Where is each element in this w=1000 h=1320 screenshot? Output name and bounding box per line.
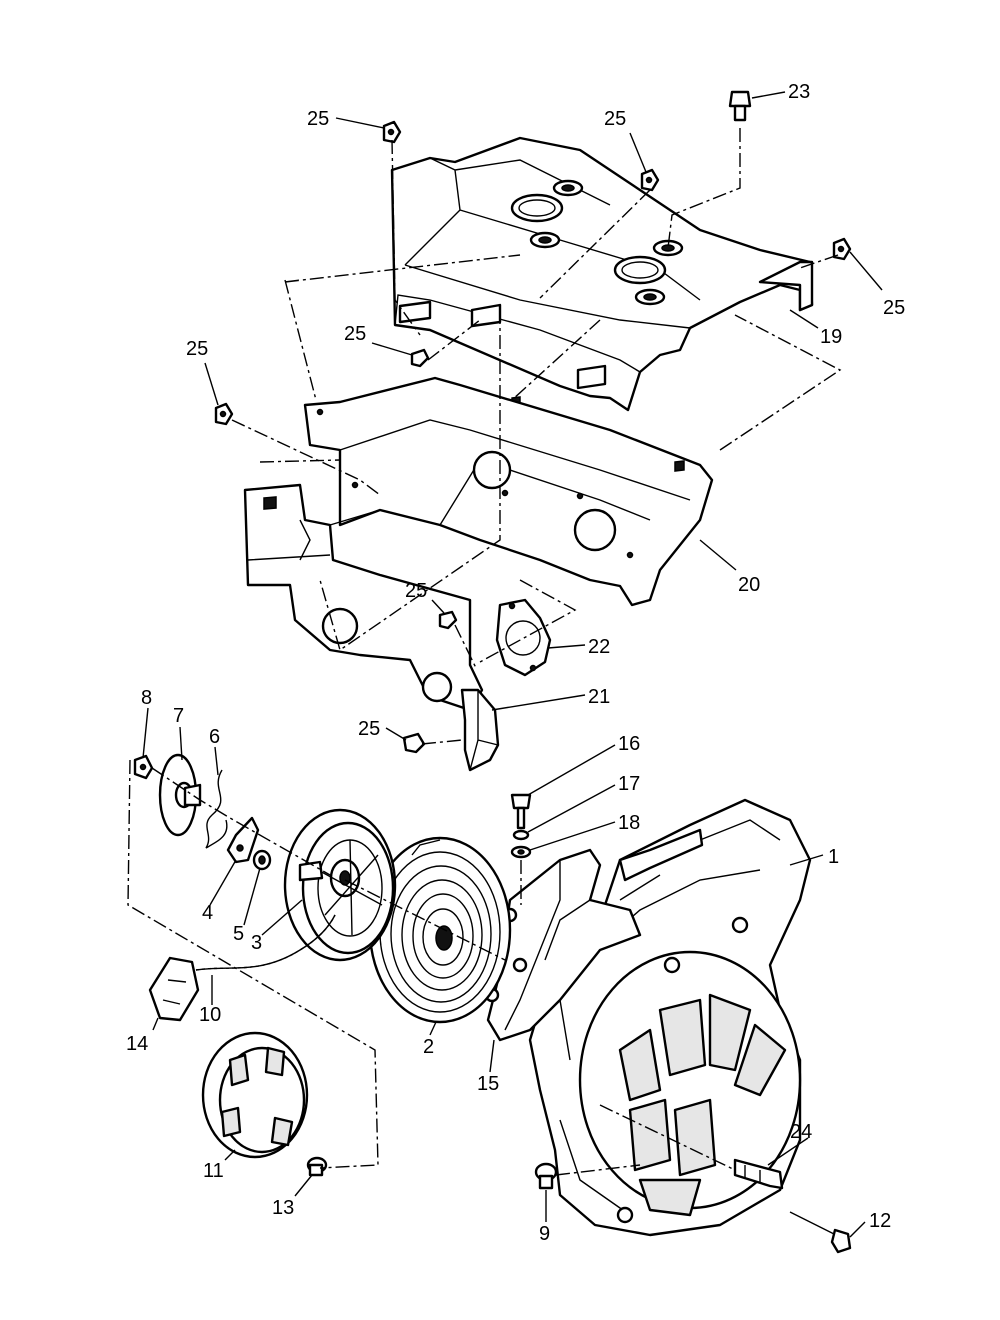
callout-17: 17 <box>618 773 640 795</box>
callout-25-top-middle: 25 <box>604 108 626 130</box>
friction-plate-part-7 <box>158 753 202 837</box>
callout-13: 13 <box>272 1197 294 1219</box>
callout-18: 18 <box>618 812 640 834</box>
leader-lines <box>142 91 883 1238</box>
callout-14: 14 <box>126 1033 148 1055</box>
callout-15: 15 <box>477 1073 499 1095</box>
callout-25-right: 25 <box>883 297 905 319</box>
screw-part-23 <box>728 90 752 122</box>
callout-24: 24 <box>790 1121 812 1143</box>
callout-25-lower: 25 <box>405 580 427 602</box>
callout-8: 8 <box>141 687 152 709</box>
callout-6: 6 <box>209 726 220 748</box>
callout-1: 1 <box>828 846 839 868</box>
nut-part-25-bracket <box>402 732 426 754</box>
callout-25-left: 25 <box>186 338 208 360</box>
starter-handle-part-14 <box>148 956 200 1022</box>
bolt-part-12 <box>789 1211 852 1254</box>
nut-part-25-left <box>214 402 234 426</box>
callout-25-middle: 25 <box>344 323 366 345</box>
callout-12: 12 <box>869 1210 891 1232</box>
assembly-lines <box>127 128 842 1176</box>
top-cover-part-19 <box>390 136 814 412</box>
callout-4: 4 <box>202 902 213 924</box>
starter-bracket-part-15 <box>484 848 642 1042</box>
callout-9: 9 <box>539 1223 550 1245</box>
callout-10: 10 <box>199 1004 221 1026</box>
callout-16: 16 <box>618 733 640 755</box>
callout-21: 21 <box>588 686 610 708</box>
blower-housing-part-1 <box>528 798 812 1237</box>
clamp-part-24 <box>733 1158 784 1190</box>
callout-labels: 1 2 3 4 5 6 7 8 9 10 11 12 13 14 15 16 1… <box>126 81 905 1245</box>
callout-5: 5 <box>233 923 244 945</box>
callout-7: 7 <box>173 705 184 727</box>
bracket-part-21 <box>460 688 500 772</box>
spacer-part-5 <box>252 849 272 871</box>
callout-25-bracket: 25 <box>358 718 380 740</box>
callout-19: 19 <box>820 326 842 348</box>
pawl-part-4 <box>226 816 260 864</box>
starter-cup-part-11 <box>201 1031 309 1159</box>
recoil-spring-part-2 <box>368 836 512 1024</box>
gasket-part-22 <box>495 598 552 677</box>
callout-3: 3 <box>251 932 262 954</box>
callout-23: 23 <box>788 81 810 103</box>
nut-part-8 <box>133 754 154 780</box>
callout-11: 11 <box>203 1160 224 1182</box>
lower-shroud-part-20 <box>243 376 714 712</box>
nut-part-25-lower <box>438 610 458 630</box>
starter-rope-part-10 <box>195 914 336 971</box>
spring-clip-part-6 <box>205 769 228 849</box>
screw-part-13 <box>306 1156 328 1177</box>
nut-part-25-top-middle <box>640 168 660 192</box>
bolt-part-16 <box>510 793 532 830</box>
callout-2: 2 <box>423 1036 434 1058</box>
screw-part-9 <box>534 1162 558 1190</box>
pulley-part-3 <box>283 808 397 962</box>
callout-20: 20 <box>738 574 760 596</box>
callout-25-top-left: 25 <box>307 108 329 130</box>
nut-part-25-right <box>832 237 852 261</box>
nut-part-25-middle <box>410 348 430 368</box>
nut-part-25-top-left <box>382 120 402 144</box>
lock-washer-part-17 <box>512 829 530 841</box>
callout-22: 22 <box>588 636 610 658</box>
washer-part-18 <box>510 845 532 859</box>
